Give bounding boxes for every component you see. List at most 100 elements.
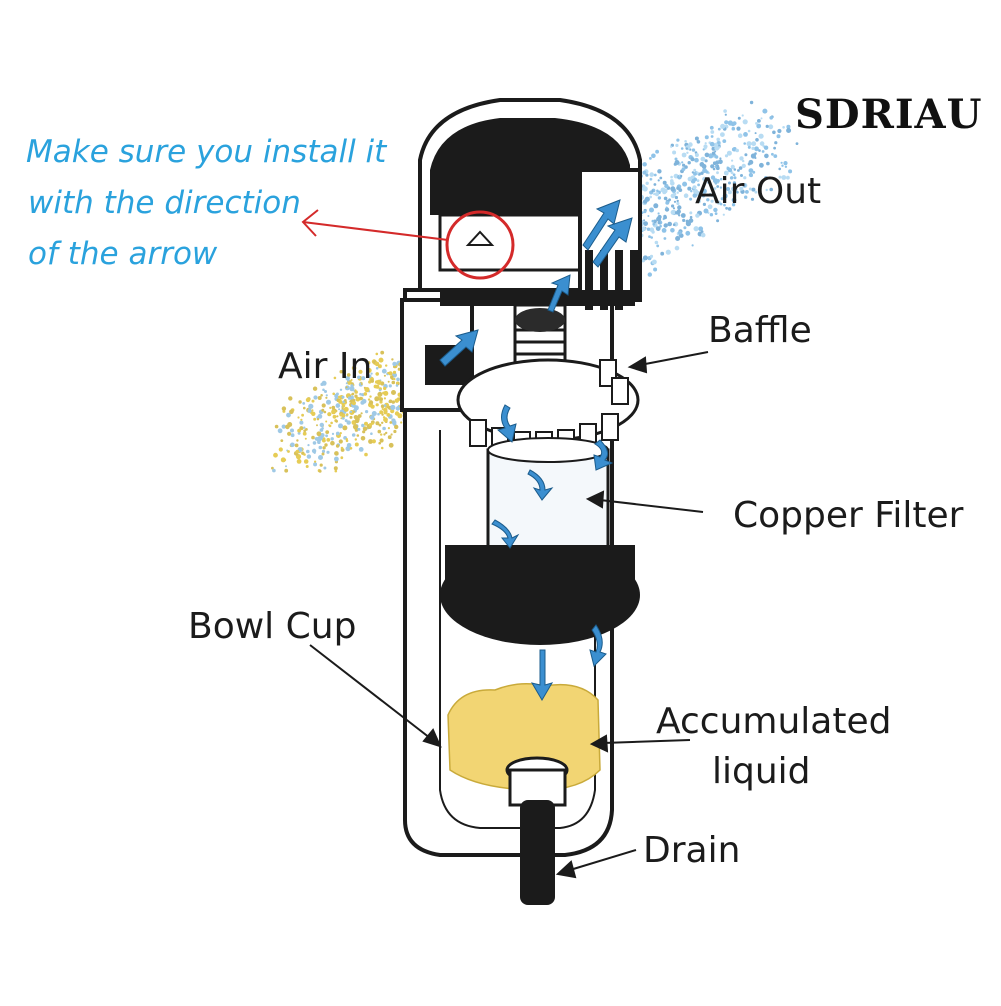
air-particle [678, 214, 681, 217]
air-particle [308, 407, 311, 410]
direction-highlight-circle [445, 210, 515, 280]
air-particle [306, 454, 312, 459]
air-particle [748, 168, 754, 174]
air-particle [742, 119, 748, 125]
air-in-port-channel [425, 345, 472, 385]
air-particle [383, 397, 386, 400]
air-particle [318, 445, 323, 450]
air-particle [656, 244, 660, 248]
air-particle [303, 406, 306, 410]
air-particle [352, 398, 356, 402]
air-particle [362, 430, 366, 434]
air-particle [748, 187, 752, 191]
air-particle [710, 135, 714, 138]
air-particle [706, 198, 710, 202]
air-particle [674, 157, 678, 161]
air-particle [771, 152, 774, 156]
air-particle [751, 141, 757, 147]
air-particle [346, 393, 350, 398]
air-particle [712, 167, 716, 171]
air-particle [647, 272, 652, 277]
air-particle [325, 434, 328, 438]
air-particle [314, 460, 317, 463]
head-plate [440, 290, 635, 306]
air-particle [356, 434, 360, 437]
air-particle [312, 386, 318, 391]
air-particle [663, 196, 668, 201]
air-particle [648, 235, 651, 239]
air-particle [690, 190, 693, 193]
air-particle [716, 185, 720, 188]
direction-arrow-mark [465, 230, 495, 246]
air-particle [392, 361, 397, 367]
label-drain: Drain [643, 830, 740, 871]
air-particle [369, 395, 372, 398]
air-particle [325, 394, 328, 397]
air-particle [682, 181, 688, 187]
air-particle [709, 125, 714, 130]
air-particle [289, 409, 294, 415]
air-particle [694, 136, 699, 141]
air-particle [707, 204, 713, 210]
air-particle [305, 397, 311, 403]
air-particle [686, 151, 689, 154]
air-particle [655, 226, 661, 232]
air-particle [375, 384, 380, 389]
air-particle [675, 143, 679, 147]
air-particle [757, 119, 761, 123]
air-particle [680, 213, 686, 218]
air-particle [330, 440, 335, 446]
air-particle [673, 162, 677, 166]
air-particle [385, 364, 388, 367]
air-particle [335, 403, 341, 408]
air-particle [375, 421, 380, 426]
air-particle [380, 350, 385, 355]
air-particle [738, 166, 743, 170]
air-particle [725, 206, 728, 210]
air-particle [676, 138, 680, 142]
air-particle [664, 207, 670, 212]
air-particle [703, 146, 707, 150]
air-particle [388, 384, 392, 388]
air-particle [689, 211, 693, 215]
air-particle [665, 249, 671, 255]
air-particle [319, 428, 324, 432]
air-particle [325, 430, 330, 434]
air-particle [769, 187, 773, 192]
air-particle [733, 168, 737, 171]
air-particle [339, 432, 342, 435]
air-particle [351, 382, 354, 385]
air-particle [754, 157, 757, 159]
air-particle [355, 396, 361, 402]
air-particle [394, 424, 399, 430]
air-particle [390, 404, 396, 410]
air-particle [321, 452, 325, 456]
air-particle [354, 390, 358, 394]
air-particle [381, 413, 384, 416]
air-particle [739, 186, 744, 191]
air-particle [342, 425, 348, 431]
air-particle [370, 379, 375, 383]
air-particle [390, 409, 395, 414]
air-particle [389, 421, 393, 424]
air-particle [660, 187, 666, 193]
air-particle [657, 214, 662, 220]
air-particle [390, 433, 393, 436]
air-particle [774, 141, 778, 145]
air-particle [345, 413, 349, 416]
install-note-line-2: with the direction [28, 185, 301, 221]
stem-top [515, 308, 565, 332]
air-particle [387, 435, 392, 440]
air-particle [374, 361, 380, 367]
air-particle [382, 426, 386, 431]
air-particle [751, 187, 756, 192]
air-particle [759, 141, 765, 146]
air-particle [383, 407, 388, 413]
air-particle [284, 468, 289, 473]
brand-logo: SDRIAU [795, 91, 982, 138]
air-particle [306, 449, 310, 454]
air-particle [697, 199, 701, 204]
air-particle [722, 193, 728, 199]
air-particle [322, 388, 325, 392]
air-particle [331, 432, 335, 435]
